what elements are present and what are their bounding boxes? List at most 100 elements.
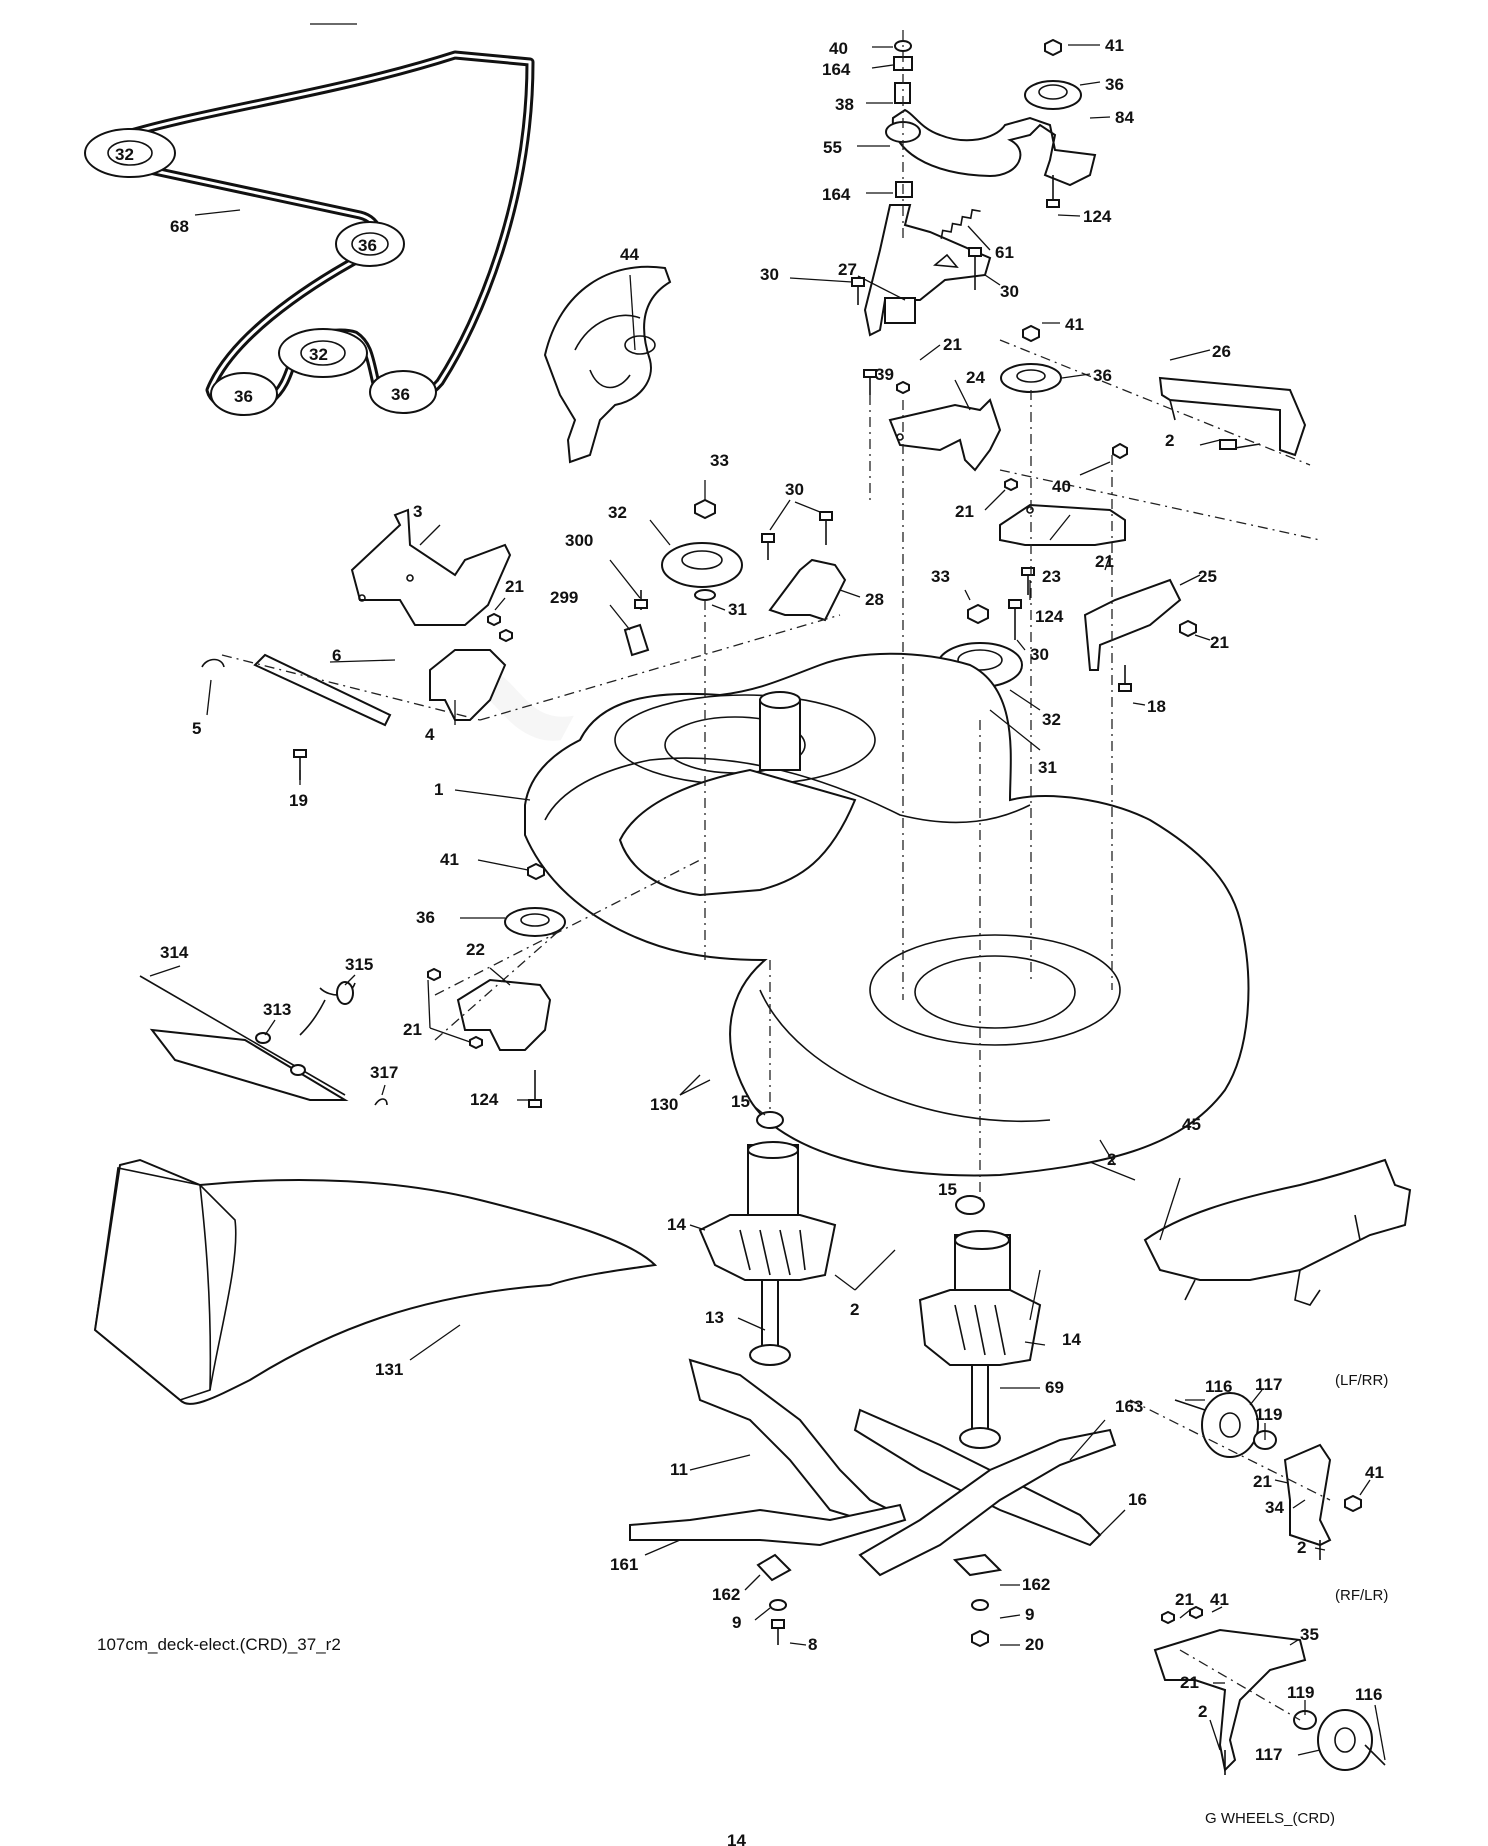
center-pulley [623, 498, 847, 657]
callout-300: 300 [565, 531, 593, 550]
callout-41: 41 [1065, 315, 1084, 334]
callout-36: 36 [1093, 366, 1112, 385]
callout-18: 18 [1147, 697, 1166, 716]
callout-55: 55 [823, 138, 842, 157]
rear-guard [1143, 1158, 1412, 1306]
callout-21: 21 [505, 577, 524, 596]
callout-16: 16 [1128, 1490, 1147, 1509]
callout-162: 162 [1022, 1575, 1050, 1594]
callout-2: 2 [1165, 431, 1174, 450]
callout-40: 40 [829, 39, 848, 58]
callout-9: 9 [1025, 1605, 1034, 1624]
callout-15: 15 [938, 1180, 957, 1199]
callout-41: 41 [440, 850, 459, 869]
callout-30: 30 [1030, 645, 1049, 664]
discharge-chute [93, 1158, 658, 1405]
page-number: 14 [727, 1831, 746, 1846]
callout-31: 31 [728, 600, 747, 619]
callout-163: 163 [1115, 1397, 1143, 1416]
callout-44: 44 [620, 245, 639, 264]
callout-30: 30 [1000, 282, 1019, 301]
callout-314: 314 [160, 943, 189, 962]
belt-pulley-label-1: 32 [115, 145, 134, 164]
callout-4: 4 [425, 725, 435, 744]
callout-124: 124 [470, 1090, 499, 1109]
callout-24: 24 [966, 368, 985, 387]
callout-35: 35 [1300, 1625, 1319, 1644]
callout-164: 164 [822, 60, 851, 79]
annotations: (LF/RR) (RF/LR) 107cm_deck-elect.(CRD)_3… [97, 1372, 1388, 1846]
callout-6: 6 [332, 646, 341, 665]
callout-32: 32 [1042, 710, 1061, 729]
callout-116: 116 [1205, 1377, 1232, 1396]
callout-11: 11 [670, 1460, 688, 1479]
callout-labels: 40 164 38 55 164 41 36 84 124 61 27 30 3… [160, 36, 1384, 1764]
belt-pulley-label-3: 32 [309, 345, 328, 364]
callout-21: 21 [1180, 1673, 1199, 1692]
callout-131: 131 [375, 1360, 403, 1379]
callout-33: 33 [931, 567, 950, 586]
callout-26: 26 [1212, 342, 1231, 361]
idler-arm-assembly [851, 38, 1097, 472]
callout-19: 19 [289, 791, 308, 810]
callout-9: 9 [732, 1613, 741, 1632]
variant-label-lf-rr: (LF/RR) [1335, 1372, 1388, 1389]
callout-45: 45 [1182, 1115, 1201, 1134]
wheels-reference: G WHEELS_(CRD) [1205, 1810, 1335, 1827]
callout-317: 317 [370, 1063, 398, 1082]
callout-68: 68 [170, 217, 189, 236]
callout-117: 117 [1255, 1745, 1282, 1764]
callout-2: 2 [1107, 1150, 1116, 1169]
callout-41: 41 [1105, 36, 1124, 55]
callout-69: 69 [1045, 1378, 1064, 1397]
callout-21: 21 [1175, 1590, 1194, 1609]
alignment-lines [221, 30, 1331, 1721]
callout-41: 41 [1210, 1590, 1229, 1609]
callout-21: 21 [1095, 552, 1114, 571]
wheel-assembly-rf-lr [1153, 1605, 1386, 1775]
belt-guard [543, 265, 672, 464]
callout-22: 22 [466, 940, 485, 959]
callout-39: 39 [875, 365, 894, 384]
callout-40: 40 [1052, 477, 1071, 496]
callout-20: 20 [1025, 1635, 1044, 1654]
callout-124: 124 [1083, 207, 1112, 226]
callout-14: 14 [1062, 1330, 1081, 1349]
callout-21: 21 [1253, 1472, 1272, 1491]
callout-33: 33 [710, 451, 729, 470]
mower-deck [524, 652, 1250, 1177]
callout-27: 27 [838, 260, 857, 279]
callout-14: 14 [667, 1215, 686, 1234]
callout-164: 164 [822, 185, 851, 204]
callout-61: 61 [995, 243, 1014, 262]
callout-30: 30 [760, 265, 779, 284]
height-lever [139, 975, 388, 1106]
callout-162: 162 [712, 1585, 740, 1604]
wheel-assembly-lf-rr [1174, 1392, 1362, 1560]
callout-313: 313 [263, 1000, 291, 1019]
callout-130: 130 [650, 1095, 678, 1114]
variant-label-rf-lr: (RF/LR) [1335, 1587, 1388, 1604]
callout-23: 23 [1042, 567, 1061, 586]
callout-36: 36 [416, 908, 435, 927]
callout-117: 117 [1255, 1375, 1282, 1394]
callout-34: 34 [1265, 1498, 1284, 1517]
callout-3: 3 [413, 502, 422, 521]
callout-124: 124 [1035, 607, 1064, 626]
callout-31: 31 [1038, 758, 1057, 777]
blades [629, 1358, 1117, 1648]
leader-lines [149, 44, 1386, 1761]
left-brackets [201, 508, 513, 780]
belt-pulley-label-4: 36 [234, 387, 253, 406]
spindles [698, 1111, 1042, 1449]
belt-pulley-label-2: 36 [358, 236, 377, 255]
callout-2: 2 [1198, 1702, 1207, 1721]
callout-38: 38 [835, 95, 854, 114]
callout-119: 119 [1287, 1683, 1314, 1702]
callout-30: 30 [785, 480, 804, 499]
callout-116: 116 [1355, 1685, 1382, 1704]
callout-315: 315 [345, 955, 373, 974]
callout-21: 21 [1210, 633, 1229, 652]
callout-41: 41 [1365, 1463, 1384, 1482]
